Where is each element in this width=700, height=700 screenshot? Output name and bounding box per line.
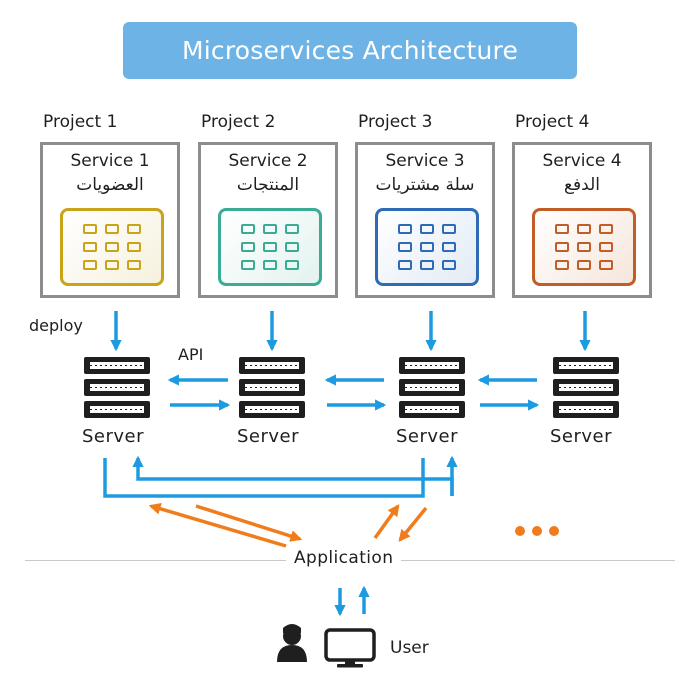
app-request-arrow — [398, 506, 428, 542]
ellipsis-icon — [515, 521, 566, 540]
project-box-4: Service 4 الدفع — [512, 142, 652, 298]
grid-cell — [105, 242, 119, 252]
grid-cell — [285, 224, 299, 234]
service-arabic-name: الدفع — [563, 175, 600, 195]
service-grid-icon — [532, 208, 636, 286]
grid-cell — [599, 260, 613, 270]
service-grid-icon — [218, 208, 322, 286]
grid-cell — [105, 260, 119, 270]
api-label: API — [178, 345, 204, 364]
grid-cell — [241, 242, 255, 252]
grid-cell — [420, 242, 434, 252]
person-icon — [277, 624, 307, 662]
server-label-2: Server — [237, 426, 300, 447]
server-icon — [84, 357, 150, 419]
project-label-1: Project 1 — [43, 112, 118, 132]
project-label-3: Project 3 — [358, 112, 433, 132]
grid-cell — [398, 242, 412, 252]
grid-cell — [599, 224, 613, 234]
grid-cell — [442, 224, 456, 234]
grid-cell — [555, 242, 569, 252]
project-box-1: Service 1 العضويات — [40, 142, 180, 298]
grid-cell — [105, 224, 119, 234]
grid-cell — [127, 242, 141, 252]
grid-cell — [83, 224, 97, 234]
service-name: Service 4 — [542, 151, 622, 171]
grid-cell — [442, 260, 456, 270]
grid-cell — [241, 224, 255, 234]
grid-cell — [398, 224, 412, 234]
grid-cell — [398, 260, 412, 270]
grid-cell — [127, 224, 141, 234]
grid-cell — [285, 242, 299, 252]
server-icon — [553, 357, 619, 419]
service-name: Service 3 — [385, 151, 465, 171]
grid-cell — [285, 260, 299, 270]
grid-cell — [263, 224, 277, 234]
server-link-line — [103, 458, 425, 498]
server-icon — [399, 357, 465, 419]
grid-cell — [420, 260, 434, 270]
grid-cell — [577, 242, 591, 252]
user-label: User — [390, 638, 429, 658]
grid-cell — [555, 260, 569, 270]
service-name: Service 1 — [70, 151, 150, 171]
project-box-3: Service 3 سلة مشتريات — [355, 142, 495, 298]
service-arabic-name: سلة مشتريات — [375, 175, 475, 195]
project-label-4: Project 4 — [515, 112, 590, 132]
service-grid-icon — [375, 208, 479, 286]
grid-cell — [577, 260, 591, 270]
service-arabic-name: العضويات — [76, 175, 144, 195]
server-label-1: Server — [82, 426, 145, 447]
diagram-title: Microservices Architecture — [181, 36, 519, 65]
project-label-2: Project 2 — [201, 112, 276, 132]
diagram-title-banner: Microservices Architecture — [123, 22, 577, 79]
server-label-4: Server — [550, 426, 613, 447]
service-arabic-name: المنتجات — [236, 175, 300, 195]
grid-cell — [442, 242, 456, 252]
app-request-arrow — [148, 502, 287, 548]
grid-cell — [263, 242, 277, 252]
grid-cell — [127, 260, 141, 270]
server-icon — [239, 357, 305, 419]
monitor-icon — [324, 628, 376, 668]
grid-cell — [599, 242, 613, 252]
grid-cell — [263, 260, 277, 270]
grid-cell — [83, 260, 97, 270]
grid-cell — [577, 224, 591, 234]
grid-cell — [83, 242, 97, 252]
service-name: Service 2 — [228, 151, 308, 171]
application-label: Application — [286, 548, 402, 568]
grid-cell — [555, 224, 569, 234]
grid-cell — [420, 224, 434, 234]
app-request-arrow — [373, 504, 400, 540]
grid-cell — [241, 260, 255, 270]
project-box-2: Service 2 المنتجات — [198, 142, 338, 298]
deploy-label: deploy — [29, 316, 83, 335]
app-request-arrow — [195, 504, 303, 542]
server-label-3: Server — [396, 426, 459, 447]
service-grid-icon — [60, 208, 164, 286]
